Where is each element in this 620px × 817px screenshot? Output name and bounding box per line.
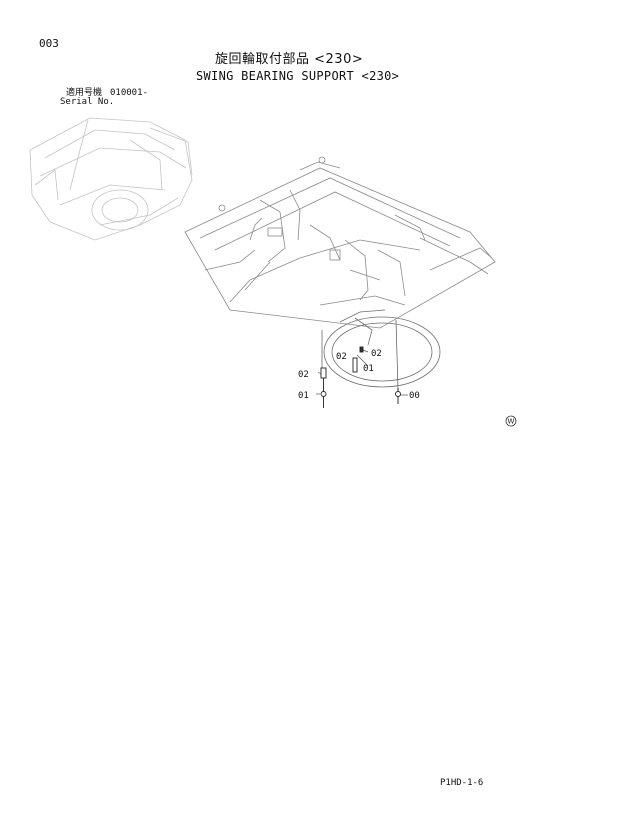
callout-01-middle: 01 [363,364,374,374]
bolt-parts [320,346,401,408]
callout-01-left: 01 [298,391,309,401]
swing-bearing-ring [323,309,441,388]
main-frame-sketch [184,156,496,329]
document-code: P1HD-1-6 [440,778,484,788]
serial-number-value: 010001- [110,88,148,98]
page-number: 003 [39,37,59,50]
title-japanese: 旋回輪取付部品 <230> [215,52,364,67]
upperstructure-sketch [29,117,193,241]
callout-02-right: 02 [371,349,382,359]
serial-label-japanese: 適用号機 [66,88,103,98]
callout-02-top: 02 [336,352,347,362]
watermark-symbol: W [508,418,515,426]
title-english: SWING BEARING SUPPORT <230> [196,69,400,83]
callout-02-left: 02 [298,370,309,380]
serial-label-english: Serial No. [60,97,115,107]
callout-00: 00 [409,391,420,401]
circled-w-icon: W [505,415,517,427]
leader-lines [316,319,408,396]
